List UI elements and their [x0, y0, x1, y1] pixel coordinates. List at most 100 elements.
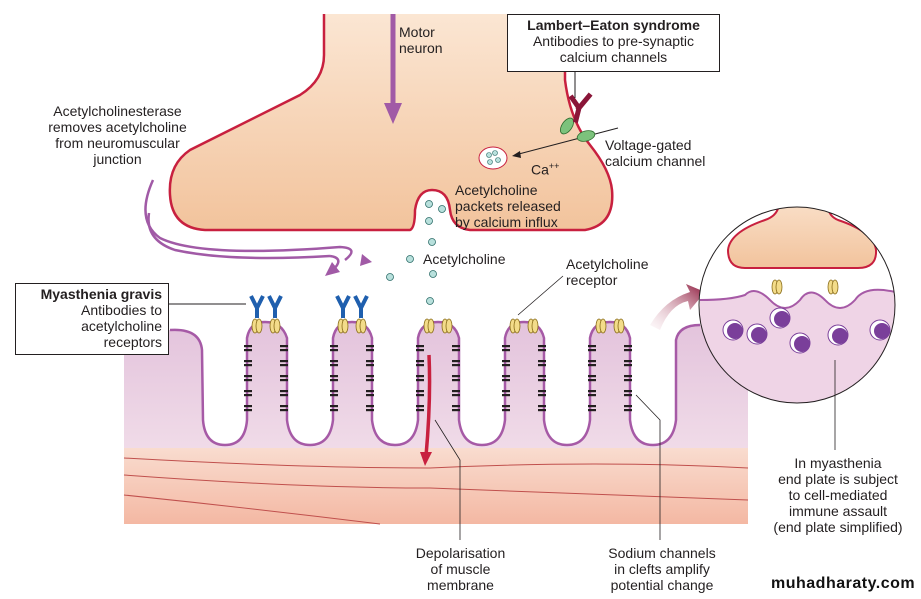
sodium-channel	[280, 379, 288, 382]
sodium-channel	[588, 375, 596, 378]
sodium-channel	[280, 390, 288, 393]
myasthenia-antibody	[267, 295, 283, 318]
receptor-subunit	[255, 318, 263, 334]
calcium-channel	[576, 130, 596, 142]
myasthenia-antibody	[353, 295, 369, 318]
sodium-channel	[366, 364, 374, 367]
immune-cell-nucleus	[794, 336, 810, 352]
sodium-channel	[588, 360, 596, 363]
sodium-channel	[538, 405, 546, 408]
sodium-channel	[280, 394, 288, 397]
sodium-channel	[244, 379, 252, 382]
sodium-channel	[330, 390, 338, 393]
label-acetylcholinesterase: Acetylcholinesterase removes acetylcholi…	[48, 103, 187, 167]
sodium-channel	[538, 390, 546, 393]
sodium-channel	[452, 349, 460, 352]
motor-neuron-membrane	[168, 14, 614, 232]
sodium-channel	[538, 409, 546, 412]
sodium-channel	[588, 379, 596, 382]
sodium-channel	[452, 364, 460, 367]
calcium-influx-arrowhead	[512, 151, 521, 158]
sodium-channel	[416, 390, 424, 393]
sodium-channel	[538, 364, 546, 367]
sodium-channel	[502, 390, 510, 393]
acetylcholine-receptor	[337, 318, 349, 334]
sodium-channel	[366, 390, 374, 393]
sodium-channel	[502, 345, 510, 348]
sodium-channel	[280, 360, 288, 363]
muscle-end-plate	[124, 322, 748, 448]
immune-cell-nucleus	[832, 328, 848, 344]
acetylcholinesterase-arrow	[147, 212, 331, 260]
acetylcholine-receptor	[441, 318, 453, 334]
sodium-channel	[280, 345, 288, 348]
sodium-channels-leader	[635, 394, 661, 540]
sodium-channel	[330, 364, 338, 367]
inset-border	[698, 206, 896, 404]
sodium-channel	[244, 360, 252, 363]
sodium-channel	[624, 379, 632, 382]
myasthenia-antibodies	[249, 295, 369, 318]
sodium-channel	[366, 360, 374, 363]
sodium-channel	[244, 409, 252, 412]
receptor-subunit	[341, 318, 349, 334]
sodium-channel	[502, 379, 510, 382]
inset-end-plate	[699, 207, 895, 403]
sodium-channel	[366, 345, 374, 348]
sodium-channel	[244, 390, 252, 393]
sodium-channel	[330, 349, 338, 352]
sodium-channel	[416, 405, 424, 408]
sodium-channel	[416, 409, 424, 412]
label-acetylcholine: Acetylcholine	[423, 251, 506, 267]
immune-cell-nucleus	[774, 311, 790, 327]
inset-receptor	[775, 279, 783, 295]
sodium-channel	[366, 379, 374, 382]
sodium-channel	[452, 409, 460, 412]
acetylcholine-receptor	[613, 318, 625, 334]
callout-lambert-eaton-body: Antibodies to pre-synaptic calcium chann…	[532, 33, 695, 65]
callout-myasthenia-gravis: Myasthenia gravis Antibodies to acetylch…	[15, 283, 169, 355]
sodium-channel	[538, 349, 546, 352]
sodium-channel	[416, 360, 424, 363]
sodium-channel	[624, 409, 632, 412]
sodium-channel	[244, 394, 252, 397]
depolarisation-arrowhead	[420, 452, 432, 466]
sodium-channel	[624, 390, 632, 393]
muscle-fiber-line	[123, 457, 749, 469]
sodium-channel	[416, 364, 424, 367]
receptor-subunit	[359, 318, 367, 334]
sodium-channel	[330, 345, 338, 348]
acetylcholine-receptors	[251, 318, 625, 334]
callout-lambert-eaton-title: Lambert–Eaton syndrome	[527, 17, 700, 33]
myasthenia-antibody	[249, 295, 265, 318]
sodium-channel	[366, 409, 374, 412]
sodium-channel	[330, 394, 338, 397]
sodium-channel	[538, 394, 546, 397]
receptor-subunit	[445, 318, 453, 334]
receptor-subunit	[531, 318, 539, 334]
sodium-channel	[452, 345, 460, 348]
receptor-subunit	[513, 318, 521, 334]
sodium-channel	[588, 409, 596, 412]
acetylcholine-receptor	[269, 318, 281, 334]
acetylcholine-receptor	[595, 318, 607, 334]
sodium-channel	[416, 349, 424, 352]
acetylcholine-vesicle	[478, 146, 508, 170]
vesicle-molecule	[492, 150, 498, 156]
sodium-channel	[502, 409, 510, 412]
action-potential-arrowhead	[384, 103, 402, 124]
sodium-channel	[452, 360, 460, 363]
sodium-channel	[416, 345, 424, 348]
receptor-subunit	[599, 318, 607, 334]
sodium-channel	[330, 405, 338, 408]
sodium-channels	[244, 345, 632, 412]
sodium-channel	[452, 375, 460, 378]
acetylcholinesterase-arrow	[144, 179, 353, 261]
sodium-channel	[624, 394, 632, 397]
label-voltage-gated-channel: Voltage-gated calcium channel	[605, 137, 706, 169]
sodium-channel	[244, 364, 252, 367]
sodium-channel	[538, 345, 546, 348]
sodium-channel	[452, 405, 460, 408]
sodium-channel	[624, 349, 632, 352]
